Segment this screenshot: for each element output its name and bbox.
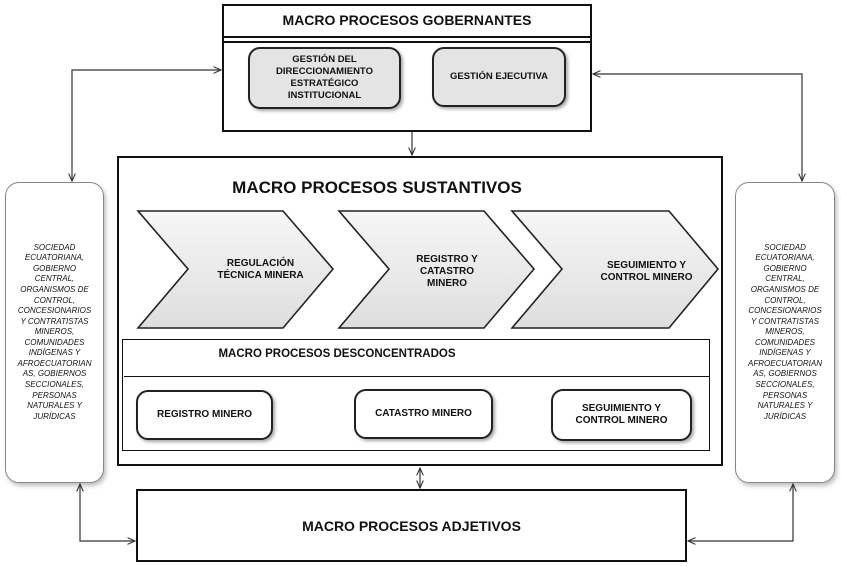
stakeholders-left-text: SOCIEDAD ECUATORIANA, GOBIERNO CENTRAL, … [17, 242, 92, 421]
deconcentrated-divider [124, 376, 709, 377]
arrow-right-governing [593, 74, 802, 181]
chevron-regulacion-label: REGULACIÓN TÉCNICA MINERA [217, 258, 304, 281]
adjective-title: MACRO PROCESOS ADJETIVOS [302, 517, 521, 534]
arrow-left-adjective [80, 484, 135, 541]
chevron-seguimiento-label: SEGUIMIENTO Y CONTROL MINERO [600, 260, 693, 283]
stakeholders-right-box: SOCIEDAD ECUATORIANA, GOBIERNO CENTRAL, … [735, 182, 835, 483]
adjective-box: MACRO PROCESOS ADJETIVOS [136, 489, 687, 562]
chevron-regulacion [136, 210, 335, 329]
chevron-seguimiento [510, 210, 720, 329]
deconcentrated-catastro-box: CATASTRO MINERO [354, 389, 493, 439]
chevron-registro-catastro [337, 210, 536, 329]
chevron-registro-label: REGISTRO Y CATASTRO MINERO [416, 254, 478, 289]
stakeholders-left-box: SOCIEDAD ECUATORIANA, GOBIERNO CENTRAL, … [5, 182, 104, 483]
deconcentrated-title: MACRO PROCESOS DESCONCENTRADOS [218, 348, 456, 360]
arrow-left-governing [72, 70, 221, 181]
governing-strategic-box: GESTIÓN DEL DIRECCIONAMIENTO ESTRATÉGICO… [248, 47, 401, 109]
deconcentrated-seguimiento-box: SEGUIMIENTO Y CONTROL MINERO [551, 389, 692, 441]
deconcentrated-registro-box: REGISTRO MINERO [136, 390, 273, 440]
arrow-right-adjective [688, 484, 793, 541]
substantive-title: MACRO PROCESOS SUSTANTIVOS [232, 178, 522, 197]
governing-executive-box: GESTIÓN EJECUTIVA [432, 47, 566, 107]
governing-title: MACRO PROCESOS GOBERNANTES [224, 6, 590, 38]
stakeholders-right-text: SOCIEDAD ECUATORIANA, GOBIERNO CENTRAL, … [748, 242, 822, 421]
